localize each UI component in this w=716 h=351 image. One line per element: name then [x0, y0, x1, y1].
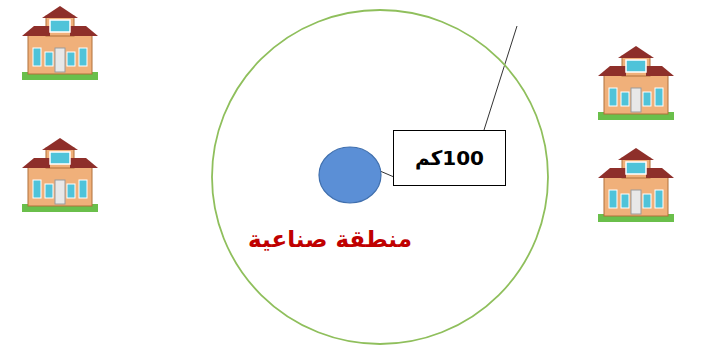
- house-icon: [598, 148, 674, 222]
- distance-label: 100كم: [415, 146, 484, 170]
- region-label: منطقة صناعية: [210, 226, 450, 252]
- leader-line: [484, 26, 517, 130]
- leader-line: [380, 171, 394, 177]
- region-circle-outline: [212, 10, 548, 344]
- house-icon: [598, 46, 674, 120]
- site-blob: [319, 147, 381, 203]
- house-icon: [22, 138, 98, 212]
- house-icon: [22, 6, 98, 80]
- label-box: 100كم: [393, 130, 506, 186]
- region-circle: 100كم منطقة صناعية: [210, 8, 550, 346]
